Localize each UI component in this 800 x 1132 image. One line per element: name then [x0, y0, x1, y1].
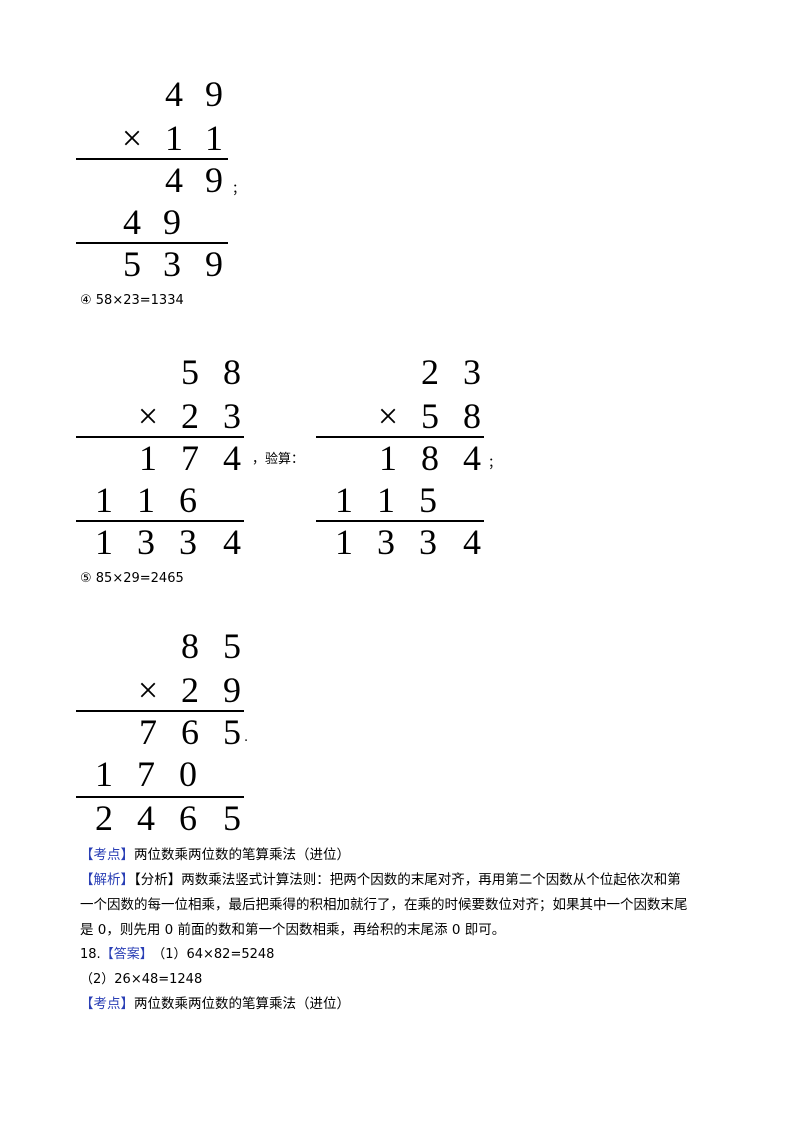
- punctuation: ；: [232, 182, 246, 197]
- multiply-sign: ×: [137, 670, 159, 710]
- digit: 9: [205, 160, 223, 200]
- digit: 5: [181, 352, 199, 392]
- punctuation: ；: [488, 456, 502, 471]
- multiply-sign: ×: [121, 118, 143, 158]
- key-point-line-2: 【考点】两位数乘两位数的笔算乘法（进位）: [80, 995, 350, 1013]
- digit: 7: [137, 754, 155, 794]
- key-point-line: 【考点】两位数乘两位数的笔算乘法（进位）: [80, 846, 350, 864]
- digit: 1: [335, 522, 353, 562]
- digit: 1: [139, 438, 157, 478]
- digit: 5: [419, 480, 437, 520]
- digit: 9: [163, 202, 181, 242]
- key-point-tag: 【考点】: [80, 847, 134, 863]
- digit: 0: [179, 754, 197, 794]
- rule-line: [316, 520, 484, 522]
- rule-line: [76, 520, 244, 522]
- digit: 7: [181, 438, 199, 478]
- analysis-line-3: 是 0，则先用 0 前面的数和第一个因数相乘，再给积的末尾添 0 即可。: [80, 922, 506, 938]
- punctuation: .: [244, 730, 249, 745]
- key-point-text: 两位数乘两位数的笔算乘法（进位）: [134, 996, 350, 1012]
- question-number: 18.: [80, 947, 101, 962]
- digit: 2: [181, 670, 199, 710]
- problem-label-5: ⑤ 85×29=2465: [80, 571, 184, 586]
- answer-1: （1）64×82=5248: [158, 947, 275, 962]
- digit: 3: [419, 522, 437, 562]
- digit: 5: [123, 244, 141, 284]
- digit: 4: [165, 74, 183, 114]
- analysis-line-2: 一个因数的每一位相乘，最后把乘得的积相加就行了，在乘的时候要数位对齐；如果其中一…: [80, 897, 688, 913]
- digit: 8: [223, 352, 241, 392]
- multiply-sign: ×: [377, 396, 399, 436]
- multiply-sign: ×: [137, 396, 159, 436]
- answer-tag: 【答案】: [100, 947, 153, 962]
- digit: 1: [95, 480, 113, 520]
- analysis-text-1: 【分析】两数乘法竖式计算法则：把两个因数的末尾对齐，再用第二个因数从个位起依次和…: [134, 872, 681, 888]
- digit: 6: [179, 798, 197, 838]
- digit: 7: [139, 712, 157, 752]
- digit: 2: [421, 352, 439, 392]
- digit: 5: [223, 798, 241, 838]
- digit: 3: [163, 244, 181, 284]
- digit: 8: [181, 626, 199, 666]
- digit: 3: [137, 522, 155, 562]
- answer-2: （2）26×48=1248: [80, 972, 203, 987]
- digit: 1: [377, 480, 395, 520]
- problem-label-4: ④ 58×23=1334: [80, 293, 184, 308]
- analysis-line-1: 【解析】【分析】两数乘法竖式计算法则：把两个因数的末尾对齐，再用第二个因数从个位…: [80, 871, 681, 889]
- check-label: ，验算：: [252, 452, 305, 467]
- key-point-text: 两位数乘两位数的笔算乘法（进位）: [134, 847, 350, 863]
- rule-line: [76, 158, 228, 160]
- digit: 5: [223, 712, 241, 752]
- rule-line: [76, 436, 244, 438]
- digit: 1: [335, 480, 353, 520]
- digit: 9: [205, 244, 223, 284]
- rule-line: [76, 242, 228, 244]
- digit: 1: [205, 118, 223, 158]
- digit: 2: [95, 798, 113, 838]
- digit: 4: [463, 438, 481, 478]
- digit: 9: [223, 670, 241, 710]
- digit: 4: [463, 522, 481, 562]
- digit: 4: [223, 522, 241, 562]
- rule-line: [316, 436, 484, 438]
- digit: 4: [137, 798, 155, 838]
- digit: 8: [463, 396, 481, 436]
- digit: 4: [123, 202, 141, 242]
- digit: 3: [463, 352, 481, 392]
- digit: 1: [95, 522, 113, 562]
- answer-line-18: 18.【答案】 （1）64×82=5248: [80, 946, 274, 964]
- digit: 9: [205, 74, 223, 114]
- digit: 2: [181, 396, 199, 436]
- rule-line: [76, 796, 244, 798]
- digit: 1: [95, 754, 113, 794]
- digit: 5: [223, 626, 241, 666]
- digit: 4: [165, 160, 183, 200]
- key-point-tag: 【考点】: [80, 996, 134, 1012]
- digit: 8: [421, 438, 439, 478]
- digit: 5: [421, 396, 439, 436]
- digit: 3: [377, 522, 395, 562]
- digit: 6: [179, 480, 197, 520]
- digit: 3: [223, 396, 241, 436]
- analysis-tag: 【解析】: [80, 872, 134, 888]
- rule-line: [76, 710, 244, 712]
- digit: 6: [181, 712, 199, 752]
- digit: 1: [379, 438, 397, 478]
- digit: 1: [165, 118, 183, 158]
- digit: 3: [179, 522, 197, 562]
- digit: 1: [137, 480, 155, 520]
- digit: 4: [223, 438, 241, 478]
